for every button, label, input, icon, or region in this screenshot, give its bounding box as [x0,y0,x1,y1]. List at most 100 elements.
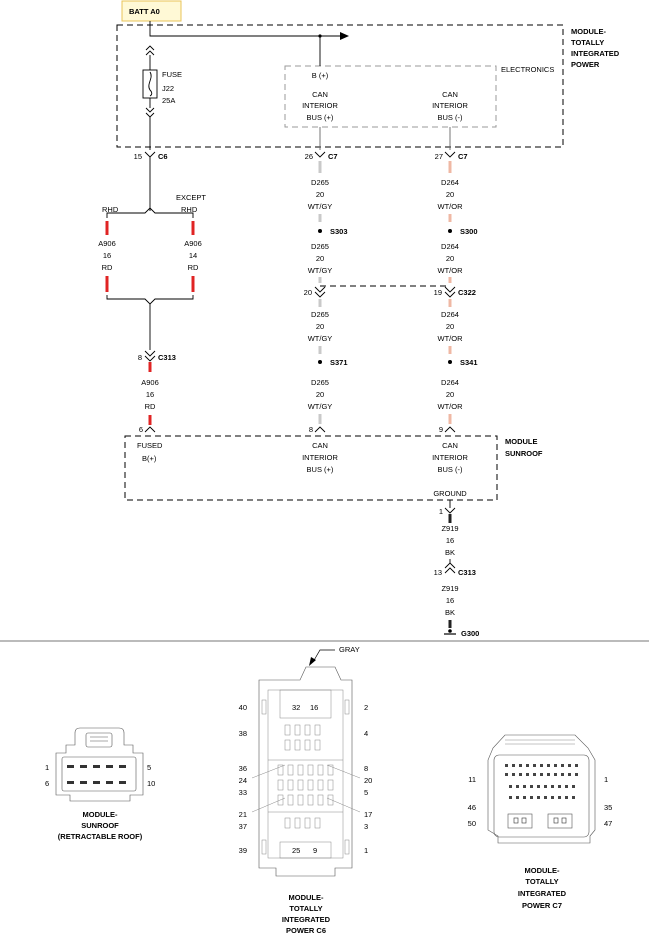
svg-text:BK: BK [445,608,455,617]
svg-text:C313: C313 [458,568,476,577]
svg-text:INTEGRATED: INTEGRATED [518,889,567,898]
svg-text:35: 35 [604,803,612,812]
c7-pin-cavity [516,785,519,788]
svg-text:26: 26 [305,152,313,161]
svg-text:8: 8 [138,353,142,362]
svg-text:20: 20 [446,322,454,331]
ground-pin-1: 1 [439,500,456,516]
d264-seg-5 [448,346,452,354]
svg-text:4: 4 [364,729,368,738]
sunroof-pin-can-minus-label: CAN INTERIOR BUS (-) [432,441,468,474]
svg-text:WT/GY: WT/GY [308,402,333,411]
svg-text:CAN: CAN [442,441,458,450]
c7-pin-cavity [537,785,540,788]
electronics-label: ELECTRONICS [501,65,554,74]
svg-text:WT/OR: WT/OR [438,202,464,211]
c7-pin-cavity [554,764,557,767]
d265-seg-6 [318,414,322,424]
branch-bracket-top [106,207,194,218]
svg-text:20: 20 [446,254,454,263]
svg-text:INTERIOR: INTERIOR [432,101,468,110]
svg-text:46: 46 [468,803,476,812]
c7-pin-cavity [523,785,526,788]
c7-pin-cavity [533,773,536,776]
svg-text:27: 27 [435,152,443,161]
splice-s341-dot [448,360,452,364]
svg-text:WT/GY: WT/GY [308,334,333,343]
z919-seg-2 [448,620,452,628]
svg-text:SUNROOF: SUNROOF [505,449,543,458]
svg-text:8: 8 [309,425,313,434]
c7-pin-cavity [526,773,529,776]
d264-lower-label-2: D264 20 WT/OR [438,378,464,411]
svg-text:A906: A906 [98,239,116,248]
d265-lower-label: D265 20 WT/GY [308,310,333,343]
tip-module-box [116,24,564,148]
c7-pin-cavity [530,796,533,799]
d265-upper-label-2: D265 20 WT/GY [308,242,333,275]
svg-text:RHD: RHD [181,205,198,214]
svg-text:D264: D264 [441,310,459,319]
svg-text:20: 20 [446,190,454,199]
c7-pin-cavity [540,773,543,776]
svg-text:MODULE-: MODULE- [289,893,324,902]
connector-c6-15: 15 C6 [134,151,168,161]
tip-c7-caption: MODULE- TOTALLY INTEGRATED POWER C7 [518,866,567,910]
feed-arrow-icon [340,32,349,40]
svg-text:20: 20 [364,776,372,785]
tip-pin-can-plus: CAN INTERIOR BUS (+) [302,90,338,122]
svg-text:11: 11 [468,775,476,784]
ground-g300-label: G300 [461,629,479,638]
svg-text:1: 1 [364,846,368,855]
svg-text:37: 37 [239,822,247,831]
sunroof-pin-1-label: 1 [45,763,49,772]
connector-c313-8: 8 C313 [138,350,176,362]
fuse-j22-icon [142,45,158,118]
svg-text:25A: 25A [162,96,175,105]
sunroof-pin-6: 6 [139,425,156,434]
svg-text:CAN: CAN [312,90,328,99]
svg-text:16: 16 [446,596,454,605]
c7-pin-cavity [544,796,547,799]
svg-text:1: 1 [604,775,608,784]
svg-text:C7: C7 [328,152,338,161]
batt-a0-box [121,0,182,22]
svg-text:SUNROOF: SUNROOF [81,821,119,830]
svg-text:FUSE: FUSE [162,70,182,79]
ground-g300-icon [444,629,456,635]
sunroof-pin-8: 8 [309,425,326,434]
svg-text:BUS (-): BUS (-) [438,113,464,122]
tip-c6-pin-9: 9 [313,846,317,855]
svg-text:BUS (-): BUS (-) [438,465,464,474]
sunroof-pin-6-label: 6 [45,779,49,788]
branch-right-wire: A906 14 RD [184,221,202,292]
svg-text:INTEGRATED: INTEGRATED [282,915,331,924]
splice-s341-label: S341 [460,358,478,367]
svg-text:20: 20 [316,390,324,399]
svg-text:5: 5 [364,788,368,797]
svg-text:D264: D264 [441,378,459,387]
svg-text:20: 20 [316,322,324,331]
c7-pin-cavity [565,785,568,788]
splice-s300-label: S300 [460,227,478,236]
svg-text:B(+): B(+) [142,454,157,463]
svg-text:MODULE-: MODULE- [525,866,560,875]
svg-text:WT/OR: WT/OR [438,266,464,275]
sunroof-ground-label: GROUND [433,489,467,498]
svg-text:BUS (+): BUS (+) [307,113,334,122]
svg-text:50: 50 [468,819,476,828]
svg-text:20: 20 [446,390,454,399]
svg-text:TOTALLY: TOTALLY [571,38,604,47]
tip-c7-right-pin-labels: 1 35 47 [604,775,612,828]
c7-pin-cavity [575,773,578,776]
splice-s303-label: S303 [330,227,348,236]
d264-seg-3 [448,277,452,283]
svg-text:D265: D265 [311,178,329,187]
d265-upper-label: D265 20 WT/GY [308,178,333,211]
electronics-box [284,65,497,128]
d265-lower-label-2: D265 20 WT/GY [308,378,333,411]
connector-c7-27: 27 C7 [435,151,468,161]
d265-seg-4 [318,299,322,307]
svg-text:TOTALLY: TOTALLY [525,877,558,886]
c7-pin-cavity [568,764,571,767]
